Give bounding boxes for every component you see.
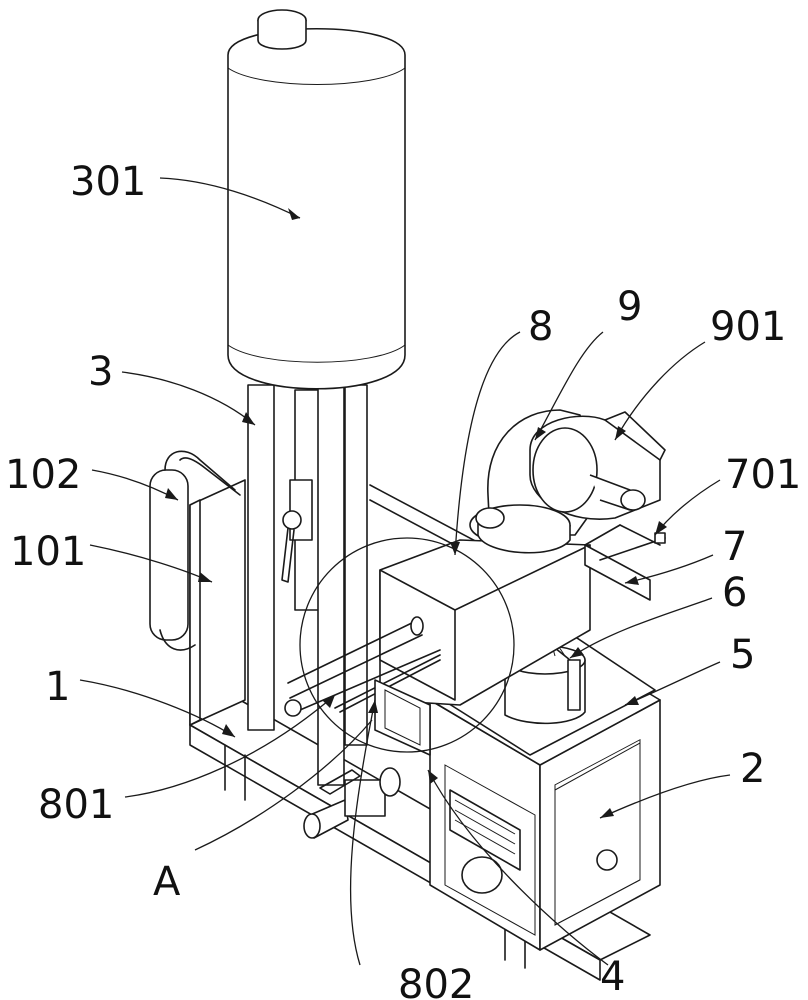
rod <box>599 532 666 561</box>
storage-tank <box>227 9 406 390</box>
reference-labels: 301 3 102 101 1 801 A 802 4 2 5 6 7 701 … <box>5 159 801 1000</box>
label-101: 101 <box>10 529 86 575</box>
bracket <box>584 524 661 601</box>
label-6: 6 <box>722 570 747 616</box>
label-7: 7 <box>722 524 747 570</box>
label-102: 102 <box>5 452 81 498</box>
label-801: 801 <box>38 782 114 828</box>
support-columns <box>247 384 368 786</box>
side-panel <box>189 479 246 726</box>
label-301: 301 <box>70 159 146 205</box>
label-2: 2 <box>740 746 765 792</box>
motor <box>529 411 666 520</box>
label-3: 3 <box>88 349 113 395</box>
inner-box <box>374 679 431 756</box>
label-9: 9 <box>617 284 642 330</box>
detail-circle-a <box>299 537 515 753</box>
handle-rods <box>284 616 441 717</box>
column-valve <box>281 479 313 583</box>
label-5: 5 <box>730 632 755 678</box>
label-901: 901 <box>710 304 786 350</box>
label-a: A <box>153 859 181 905</box>
inlet-valve <box>303 767 401 839</box>
leader-lines <box>79 177 731 966</box>
label-802: 802 <box>398 962 474 1000</box>
filter-cartridge <box>149 450 241 651</box>
label-4: 4 <box>600 954 625 1000</box>
label-1: 1 <box>45 664 70 710</box>
label-701: 701 <box>725 452 801 498</box>
label-8: 8 <box>528 304 553 350</box>
